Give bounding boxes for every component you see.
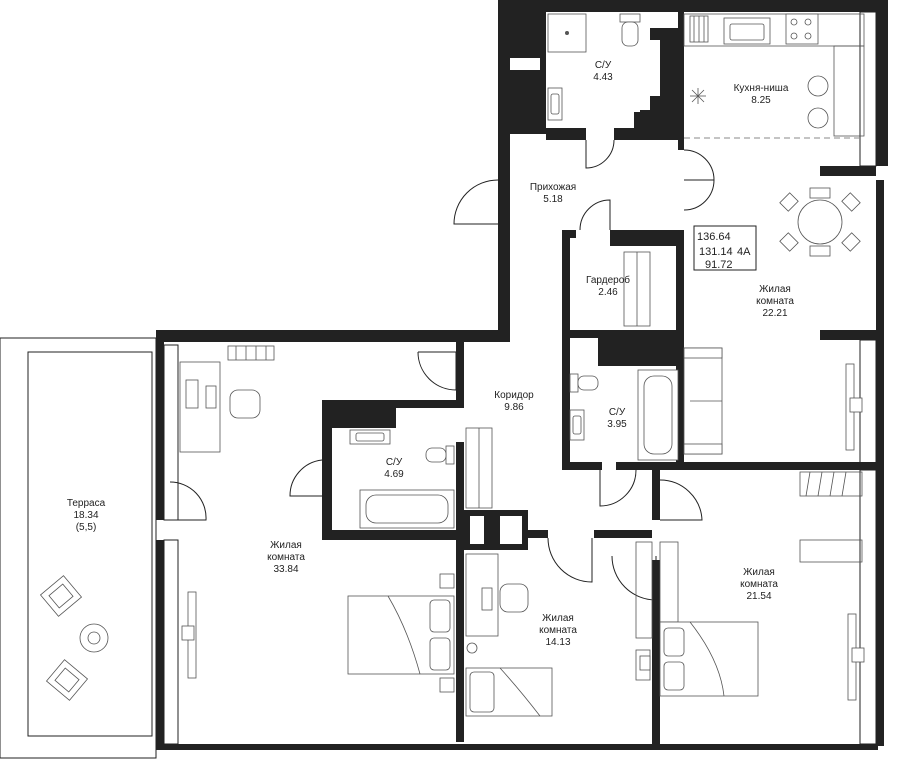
sink-icon (569, 409, 585, 441)
office-chair-icon (229, 389, 261, 419)
plan-code-label: 4А (737, 246, 751, 258)
room-name-living-center-1: Жилая (542, 613, 574, 624)
total-area-label: 136.64 (697, 231, 731, 243)
area-no-terrace-label: 131.14 (699, 246, 733, 258)
room-area-kitchen: 8.25 (751, 95, 771, 106)
room-name-living-left-1: Жилая (270, 540, 302, 551)
room-name-living-center-2: комната (539, 625, 577, 636)
room-area-terrace: 18.34 (73, 510, 98, 521)
stove-icon (785, 13, 819, 45)
desk-icon (179, 361, 221, 453)
room-name-living-right-bottom-2: комната (740, 579, 778, 590)
doors (169, 139, 715, 601)
room-name-terrace: Терраса (67, 498, 106, 509)
nightstand-icon (635, 649, 651, 681)
tv-icon (181, 591, 197, 679)
sofa-icon (683, 347, 723, 455)
room-area-corridor: 9.86 (504, 402, 524, 413)
office-chair-icon (499, 583, 529, 613)
room-name-bath-top: С/У (595, 60, 612, 71)
bed-icon (465, 642, 553, 717)
room-area-living-center: 14.13 (545, 637, 570, 648)
room-name-kitchen: Кухня-ниша (734, 83, 789, 94)
radiator-icon (689, 15, 709, 43)
living-area-label: 91.72 (705, 259, 733, 271)
closet-icon (799, 471, 863, 563)
room-name-bath-middle: С/У (609, 407, 626, 418)
room-area-hallway: 5.18 (543, 194, 563, 205)
room-area-bath-left: 4.69 (384, 469, 404, 480)
room-area-living-right-top: 22.21 (762, 308, 787, 319)
room-name-living-right-top-2: комната (756, 296, 794, 307)
bookshelf-icon (227, 345, 275, 361)
terrace (0, 337, 157, 759)
room-area-bath-top: 4.43 (593, 72, 613, 83)
room-name-bath-left: С/У (386, 457, 403, 468)
nightstand-icon (439, 573, 455, 693)
bathtub-icon (359, 489, 455, 529)
tv-icon (845, 363, 863, 451)
corridor-wardrobe-icon (465, 427, 493, 509)
toilet-icon (425, 445, 455, 465)
fan-icon (690, 88, 706, 104)
wardrobe-rail-icon (623, 251, 651, 327)
kitchen-sink-icon (723, 17, 771, 45)
toilet-icon (619, 13, 641, 47)
room-name-living-right-top-1: Жилая (759, 284, 791, 295)
room-area-living-left: 33.84 (273, 564, 298, 575)
shower-icon (547, 13, 587, 53)
terrace-armchair-icon (45, 659, 89, 701)
room-name-hallway: Прихожая (530, 182, 576, 193)
room-name-wardrobe: Гардероб (586, 274, 630, 286)
room-note-terrace: (5,5) (76, 522, 97, 533)
fixtures (179, 13, 865, 717)
room-area-living-right-bottom: 21.54 (746, 591, 771, 602)
toilet-icon (569, 373, 599, 393)
sink-icon (547, 87, 563, 121)
bathtub-icon (637, 369, 679, 461)
kitchen-counter (683, 13, 865, 139)
info-box: 136.64 131.14 4А 91.72 (693, 225, 757, 271)
room-labels: С/У 4.43 Кухня-ниша 8.25 Прихожая 5.18 Г… (67, 60, 795, 648)
terrace-table-icon (79, 623, 109, 653)
bar-stool-icon (807, 75, 829, 129)
bed-icon (659, 621, 759, 697)
room-name-corridor: Коридор (494, 390, 534, 401)
room-area-wardrobe: 2.46 (598, 287, 618, 298)
room-name-living-left-2: комната (267, 552, 305, 563)
tv-icon (847, 613, 865, 701)
terrace-armchair-icon (39, 575, 83, 617)
dining-table-icon (779, 187, 861, 257)
room-name-living-right-bottom-1: Жилая (743, 567, 775, 578)
room-area-bath-middle: 3.95 (607, 419, 627, 430)
desk-icon (465, 553, 499, 637)
bed-icon (347, 595, 455, 675)
sink-icon (349, 429, 391, 445)
walls (156, 0, 888, 750)
